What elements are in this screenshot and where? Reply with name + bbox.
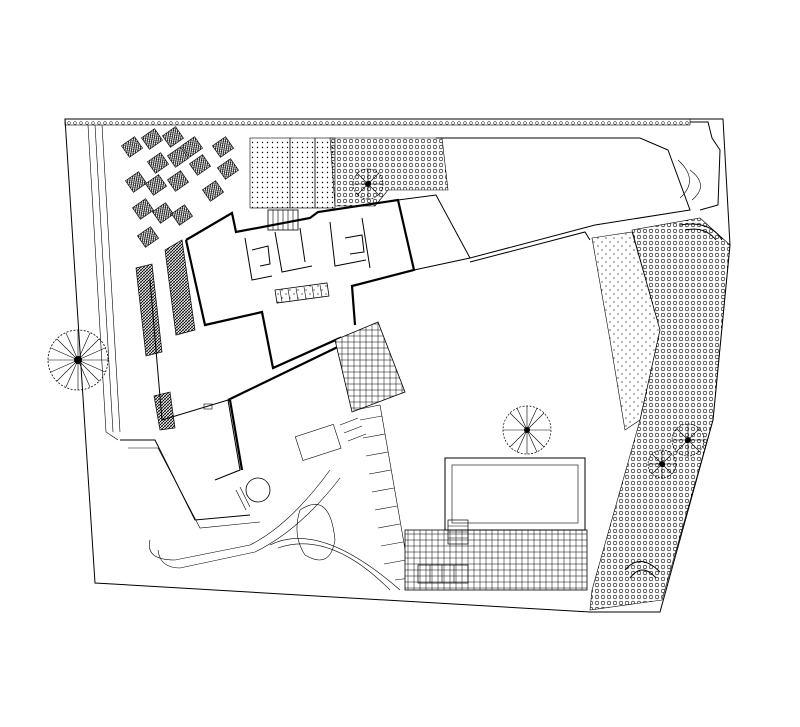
pool-terrace — [404, 457, 588, 591]
corner-tower — [677, 121, 721, 211]
driveway-lines — [87, 124, 401, 591]
terrace-steps — [417, 564, 469, 584]
house-right-wing — [397, 137, 691, 271]
grid-terrace — [334, 321, 406, 413]
tree-top-icon — [352, 168, 384, 200]
entrance-porch — [235, 417, 367, 511]
tree-right-bottom-icon — [624, 561, 661, 579]
parking-tiles — [121, 126, 239, 248]
tree-right-middle-icon — [671, 423, 705, 457]
right-garden — [589, 217, 731, 611]
driveway-island — [296, 504, 336, 561]
tree-right-lower-icon — [647, 449, 677, 479]
planting-strips — [135, 239, 196, 431]
tiled-walkway — [354, 404, 411, 581]
tree-lawn-icon — [502, 405, 552, 455]
tree-right-top-icon — [679, 223, 723, 241]
stipple-gardens — [249, 137, 449, 209]
tree-left-icon — [47, 329, 109, 391]
